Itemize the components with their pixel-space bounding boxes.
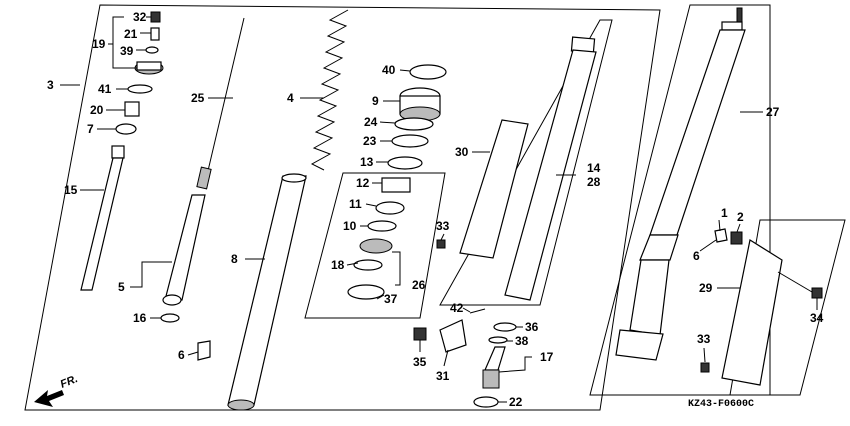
callout-32: 32 [133, 10, 147, 24]
callout-24: 24 [364, 115, 378, 129]
callout-38: 38 [515, 334, 529, 348]
callout-33-right: 33 [697, 332, 711, 346]
callout-40: 40 [382, 63, 396, 77]
piston-rod-15 [80, 145, 125, 291]
valve-21 [150, 27, 160, 41]
seal-subframe [304, 172, 446, 319]
o-ring-39 [145, 46, 159, 54]
callout-15: 15 [64, 183, 78, 197]
callout-36: 36 [525, 320, 539, 334]
callout-29: 29 [699, 281, 713, 295]
callout-labels: 32 21 19 39 3 41 20 7 15 25 5 16 6 8 4 4… [47, 10, 824, 409]
callout-4: 4 [287, 91, 294, 105]
compression-valve-17 [482, 346, 506, 389]
slider-bushing-12 [381, 177, 411, 193]
fork-protector-30 [459, 119, 529, 259]
callout-3: 3 [47, 78, 54, 92]
dust-seal-9 [399, 87, 441, 122]
callout-33-left: 33 [436, 219, 450, 233]
o-ring-41 [127, 84, 153, 94]
callout-10: 10 [343, 219, 357, 233]
bolt-34 [811, 287, 823, 299]
slide-plate-6 [197, 340, 211, 361]
callout-18: 18 [331, 258, 345, 272]
fork-cap-bolt-19 [134, 61, 164, 75]
direction-label: FR. [59, 373, 80, 391]
callout-13: 13 [360, 155, 374, 169]
nut-20 [124, 101, 140, 117]
bolt-32 [150, 11, 161, 23]
bolt-33-left [436, 239, 446, 249]
diagram-code: KZ43-F0600C [688, 399, 754, 410]
callout-22: 22 [509, 395, 523, 409]
callout-34: 34 [810, 311, 824, 325]
cartridge-5 [162, 194, 206, 306]
callout-26: 26 [412, 278, 426, 292]
callout-2: 2 [737, 210, 744, 224]
callout-14: 14 [587, 161, 601, 175]
callout-42: 42 [450, 301, 464, 315]
callout-12: 12 [356, 176, 370, 190]
fork-guard-29 [721, 239, 783, 386]
callout-8: 8 [231, 252, 238, 266]
front-direction-arrow-icon [34, 390, 64, 407]
callout-11: 11 [349, 197, 362, 211]
axle-holder-31 [439, 319, 467, 353]
washer-7 [115, 123, 137, 135]
assembled-fork-27 [615, 7, 746, 361]
nut-35 [413, 327, 427, 341]
oil-seal-23 [391, 134, 429, 148]
callout-20: 20 [90, 103, 104, 117]
o-ring-40 [409, 64, 447, 80]
callout-6-right: 6 [693, 249, 700, 263]
washer-36 [493, 322, 517, 332]
back-up-ring-13 [387, 156, 423, 170]
callout-9: 9 [372, 94, 379, 108]
callout-27: 27 [766, 105, 780, 119]
callout-41: 41 [98, 82, 112, 96]
callout-39: 39 [120, 44, 134, 58]
callout-16: 16 [133, 311, 147, 325]
washer-22 [473, 396, 499, 408]
callout-7: 7 [87, 122, 94, 136]
callout-28: 28 [587, 175, 601, 189]
callout-1: 1 [721, 206, 728, 220]
guide-bushing-11 [375, 201, 405, 215]
seal-ring-10 [367, 220, 397, 232]
callout-35: 35 [413, 355, 427, 369]
callout-21: 21 [124, 27, 138, 41]
oil-lock-piece-18 [353, 238, 393, 271]
o-ring-38 [488, 336, 508, 344]
callout-5: 5 [118, 280, 125, 294]
circlip-16 [160, 313, 180, 323]
inner-tube-8 [227, 173, 307, 411]
bolt-33-right [700, 362, 710, 373]
fork-spring-4 [310, 9, 349, 171]
guard-clip-2 [730, 231, 743, 245]
bracket-1 [714, 228, 728, 243]
stopper-ring-24 [394, 117, 434, 131]
callout-37: 37 [384, 292, 398, 306]
bolt-42 [469, 308, 486, 314]
callout-31: 31 [436, 369, 450, 383]
callout-17: 17 [540, 350, 554, 364]
damper-rod-25 [196, 17, 245, 190]
callout-23: 23 [363, 134, 377, 148]
left-fork-group-frame [24, 4, 661, 411]
circlip-37 [347, 284, 385, 300]
leader-lines [60, 16, 818, 403]
callout-25: 25 [191, 91, 205, 105]
callout-19: 19 [92, 37, 106, 51]
callout-6-left: 6 [178, 348, 185, 362]
callout-30: 30 [455, 145, 469, 159]
outer-tube-14 [504, 36, 597, 301]
